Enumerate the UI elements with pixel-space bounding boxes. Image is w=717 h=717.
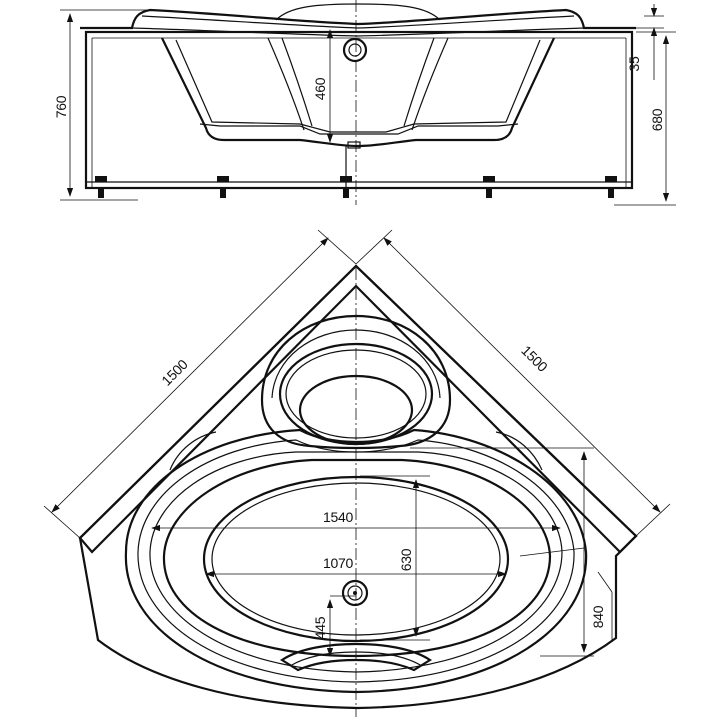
dim-840-label: 840 <box>590 605 606 628</box>
dim-1500-left: 1500 <box>43 229 357 539</box>
dim-460-label: 460 <box>312 77 328 100</box>
top-view: 1500 1500 1540 1070 630 <box>43 229 671 717</box>
dim-760-label: 760 <box>53 95 69 118</box>
side-panel-frame <box>84 30 634 190</box>
dim-1070-label: 1070 <box>323 555 353 571</box>
side-headrest <box>275 3 441 21</box>
top-drain <box>341 579 369 607</box>
dim-680: 680 <box>614 31 676 206</box>
dim-1500-left-label: 1500 <box>158 356 191 389</box>
dim-630: 630 <box>360 475 430 641</box>
top-bowl-outer <box>162 458 552 658</box>
dim-35: 35 <box>626 4 664 80</box>
dim-1500-right: 1500 <box>355 229 671 537</box>
dim-445-label: 445 <box>312 616 328 639</box>
dim-35-label: 35 <box>626 56 642 71</box>
dim-630-label: 630 <box>398 548 414 571</box>
side-legs <box>95 176 617 198</box>
dim-1500-right-label: 1500 <box>518 342 551 375</box>
dim-760: 760 <box>53 9 150 201</box>
dim-1070: 1070 <box>205 555 507 578</box>
dim-1540-label: 1540 <box>323 509 353 525</box>
dim-680-label: 680 <box>649 108 665 131</box>
dim-445: 445 <box>312 595 356 657</box>
side-view: 760 680 35 460 <box>53 0 676 206</box>
dim-1540: 1540 <box>151 509 561 532</box>
side-rim <box>80 8 636 30</box>
top-outline <box>78 264 638 710</box>
side-overflow-outer <box>342 37 368 63</box>
dim-460: 460 <box>312 29 334 143</box>
dim-840: 840 <box>410 447 613 657</box>
side-bowl <box>161 37 555 148</box>
